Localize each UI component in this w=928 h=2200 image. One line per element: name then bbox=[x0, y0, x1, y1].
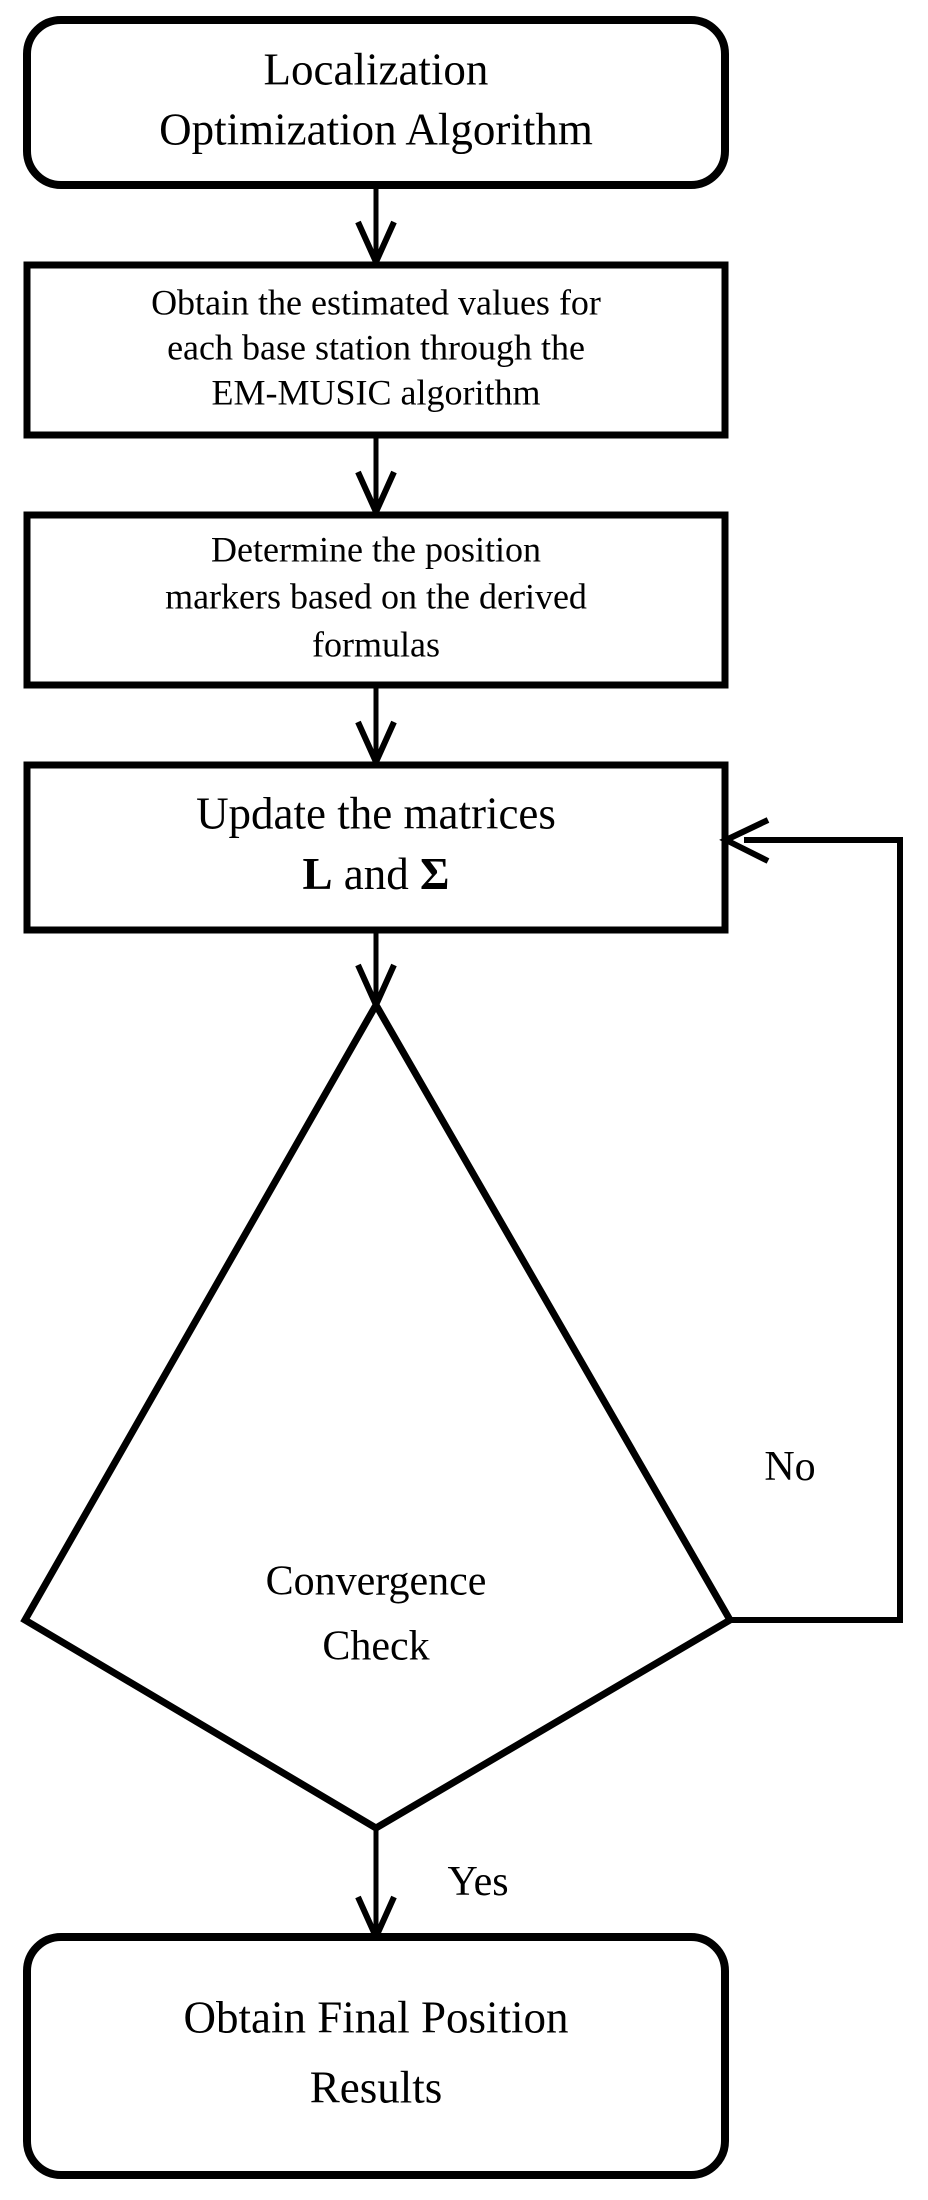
markers-shape bbox=[23, 511, 729, 689]
node-markers[interactable]: Determine the position markers based on … bbox=[23, 511, 729, 689]
estimate-line-2: each base station through the bbox=[167, 327, 585, 367]
end-shape bbox=[23, 1933, 729, 2179]
decision-line-2: Check bbox=[322, 1624, 429, 1670]
end-line-2: Results bbox=[310, 2062, 443, 2112]
update-conjunction: and bbox=[333, 849, 420, 899]
connector-no-feedback-loop bbox=[719, 817, 903, 1623]
node-update[interactable]: Update the matrices L and Σ bbox=[23, 761, 729, 934]
edge-label-yes: Yes bbox=[447, 1859, 508, 1905]
markers-line-1: Determine the position bbox=[211, 529, 541, 569]
arrow-head-feedback-icon bbox=[719, 817, 770, 864]
start-line-2: Optimization Algorithm bbox=[159, 104, 593, 154]
feedback-path bbox=[730, 837, 903, 1623]
update-matrix-L: L bbox=[303, 849, 333, 899]
markers-line-3: formulas bbox=[312, 624, 440, 664]
connector-update-to-decision bbox=[355, 930, 397, 1013]
end-line-1: Obtain Final Position bbox=[183, 1992, 568, 2042]
connector-markers-to-update bbox=[355, 685, 397, 770]
decision-shape bbox=[20, 997, 735, 1833]
node-estimate[interactable]: Obtain the estimated values for each bas… bbox=[23, 261, 729, 439]
estimate-line-1: Obtain the estimated values for bbox=[151, 282, 601, 322]
node-decision[interactable]: Convergence Check bbox=[20, 997, 735, 1833]
decision-line-1: Convergence bbox=[266, 1559, 487, 1605]
connector-start-to-estimate bbox=[355, 185, 397, 270]
update-matrix-sigma: Σ bbox=[420, 849, 449, 899]
start-line-1: Localization bbox=[264, 44, 489, 94]
connector-estimate-to-markers bbox=[355, 435, 397, 520]
estimate-line-3: EM-MUSIC algorithm bbox=[212, 372, 541, 412]
connector-yes-to-end bbox=[355, 1828, 397, 1945]
edge-label-no: No bbox=[764, 1444, 815, 1490]
markers-line-2: markers based on the derived bbox=[165, 576, 587, 616]
node-start[interactable]: Localization Optimization Algorithm bbox=[23, 16, 729, 189]
estimate-shape bbox=[23, 261, 729, 439]
node-end[interactable]: Obtain Final Position Results bbox=[23, 1933, 729, 2179]
update-line-2: L and Σ bbox=[303, 849, 450, 899]
update-line-1: Update the matrices bbox=[196, 788, 556, 838]
